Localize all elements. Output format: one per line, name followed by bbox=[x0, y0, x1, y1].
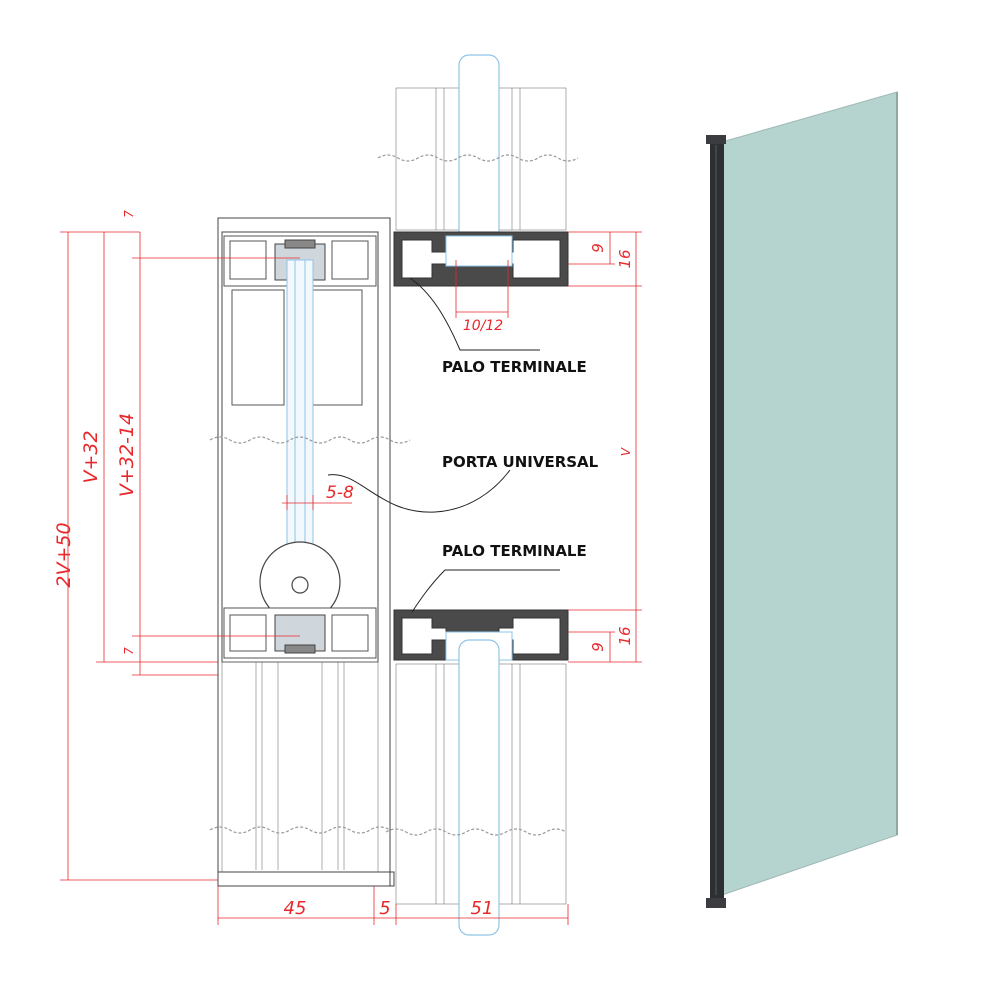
door-top-cavity-left bbox=[229, 240, 267, 280]
dim-width-right: 51 bbox=[471, 898, 494, 919]
door-bottom-cavity-left bbox=[229, 614, 267, 652]
leader-palo-terminale-top bbox=[409, 277, 540, 351]
dim-width-left: 45 bbox=[284, 898, 307, 919]
dim-offset-bottom: 7 bbox=[122, 647, 136, 655]
leader-porta-universal bbox=[327, 469, 511, 513]
dim-nine-bottom: 9 bbox=[589, 642, 607, 652]
dim-offset-top: 7 bbox=[122, 210, 136, 218]
door-lower-rail bbox=[221, 661, 379, 873]
door-roller-axle bbox=[291, 576, 309, 594]
break-line-door-mid bbox=[209, 436, 411, 444]
glass-panel-perspective bbox=[706, 91, 898, 908]
post-glass-bottom bbox=[458, 639, 500, 936]
dim-sixteen-bottom: 16 bbox=[616, 626, 634, 645]
label-porta-universal: PORTA UNIVERSAL bbox=[442, 453, 599, 471]
dim-profile-slot: 10/12 bbox=[463, 318, 503, 334]
door-top-bracket bbox=[284, 239, 316, 249]
dimension-lines bbox=[60, 231, 642, 925]
label-palo-terminale-bottom: PALO TERMINALE bbox=[442, 542, 587, 560]
dim-nine-top: 9 bbox=[589, 243, 607, 253]
glass-panel-cap-top bbox=[706, 135, 726, 144]
door-bottom-bracket bbox=[284, 644, 316, 654]
post-top-glass-slot bbox=[445, 235, 513, 267]
door-bottom-cavity-right bbox=[331, 614, 369, 652]
label-palo-terminale-top: PALO TERMINALE bbox=[442, 358, 587, 376]
leader-lines bbox=[327, 277, 560, 613]
dim-glass-gap: 5-8 bbox=[326, 483, 354, 503]
dim-v-plus-32-minus-14: V+32-14 bbox=[116, 413, 138, 497]
door-assembly bbox=[209, 217, 411, 887]
dim-total-height: 2V+50 bbox=[53, 522, 75, 587]
glass-panel bbox=[721, 91, 898, 896]
dimension-labels: 2V+50 V+32 V+32-14 7 7 5-8 45 5 51 10/12… bbox=[53, 210, 634, 919]
leader-palo-terminale-bottom bbox=[411, 569, 560, 613]
glass-panel-profile bbox=[710, 137, 724, 902]
door-top-cavity-right bbox=[331, 240, 369, 280]
post-assembly bbox=[377, 54, 579, 936]
break-line-post-top bbox=[377, 154, 579, 162]
break-line-post-low bbox=[385, 828, 567, 836]
dim-sixteen-top: 16 bbox=[616, 249, 634, 268]
door-block-left bbox=[231, 289, 285, 406]
glass-panel-cap-bottom bbox=[706, 898, 726, 908]
dim-gap: 5 bbox=[379, 898, 390, 919]
door-block-right bbox=[309, 289, 363, 406]
door-base bbox=[217, 871, 395, 887]
dim-v: V bbox=[619, 447, 633, 456]
break-line-door-low bbox=[209, 826, 391, 834]
dim-v-plus-32: V+32 bbox=[80, 430, 102, 483]
component-labels: PALO TERMINALE PORTA UNIVERSAL PALO TERM… bbox=[442, 358, 599, 560]
